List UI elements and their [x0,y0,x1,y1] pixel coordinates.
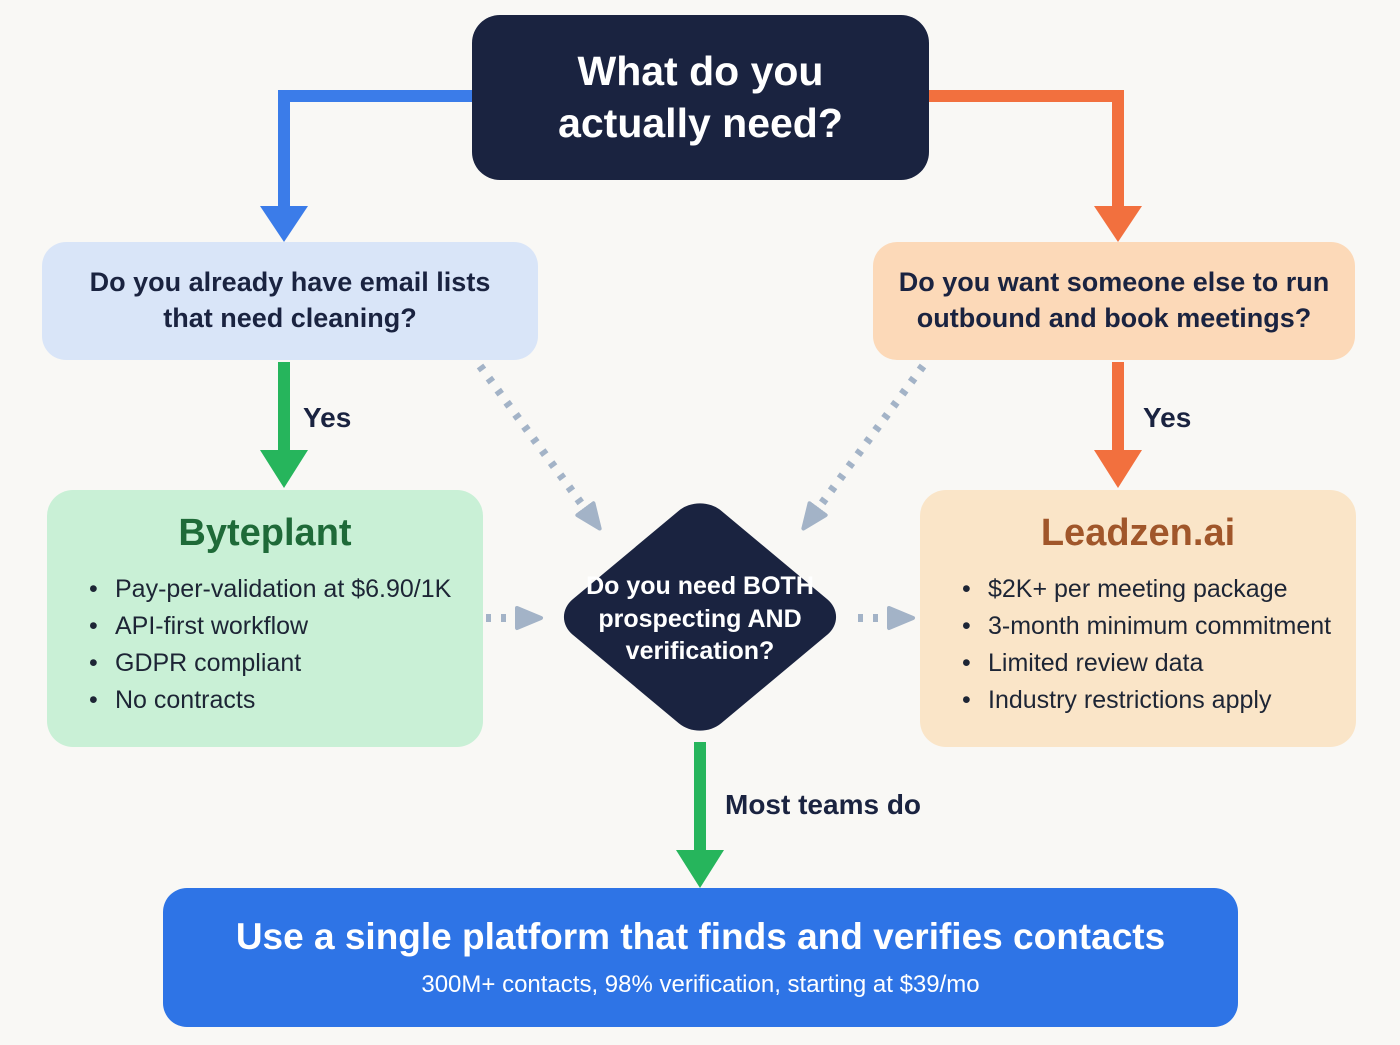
recommendation-subtitle: 300M+ contacts, 98% verification, starti… [421,971,980,998]
most-teams-label: Most teams do [725,789,922,820]
bullet-item: No contracts [89,682,451,719]
arrowhead-most-teams-icon [676,850,724,888]
left-yes-label: Yes [303,402,352,433]
arrowhead-left-down-icon [260,206,308,242]
right-question-box: Do you want someone else to run outbound… [873,242,1355,360]
bullet-item: GDPR compliant [89,645,451,682]
connector-right-elbow [929,90,1124,208]
bullet-item: Limited review data [962,645,1331,682]
recommendation-title: Use a single platform that finds and ver… [235,916,1166,957]
arrowhead-right-down-icon [1094,206,1142,242]
bullet-item: $2K+ per meeting package [962,571,1331,608]
leadzen-title: Leadzen.ai [1040,512,1236,554]
decision-diamond-text: Do you need BOTH prospecting AND verific… [586,572,814,665]
root-question-title: What do you actually need? [558,47,843,146]
byteplant-box: Byteplant Pay-per-validation at $6.90/1K… [47,490,483,747]
byteplant-title: Byteplant [178,512,352,554]
left-question-text: Do you already have email lists that nee… [89,267,491,333]
dashed-right-question-to-diamond [801,363,927,531]
right-question-text: Do you want someone else to run outbound… [898,267,1330,333]
arrowhead-yes-left-icon [260,450,308,488]
leadzen-bullets: $2K+ per meeting package3-month minimum … [920,571,1331,719]
root-question-box: What do you actually need? [472,15,929,180]
bullet-item: API-first workflow [89,608,451,645]
right-yes-label: Yes [1143,402,1192,433]
connector-left-elbow [278,90,472,208]
bullet-item: Industry restrictions apply [962,682,1331,719]
leadzen-box: Leadzen.ai $2K+ per meeting package3-mon… [920,490,1356,747]
left-question-box: Do you already have email lists that nee… [42,242,538,360]
recommendation-box: Use a single platform that finds and ver… [163,888,1238,1027]
arrowhead-yes-right-icon [1094,450,1142,488]
byteplant-bullets: Pay-per-validation at $6.90/1KAPI-first … [47,571,451,719]
bullet-item: Pay-per-validation at $6.90/1K [89,571,451,608]
bullet-item: 3-month minimum commitment [962,608,1331,645]
dashed-left-question-to-diamond [476,363,602,531]
